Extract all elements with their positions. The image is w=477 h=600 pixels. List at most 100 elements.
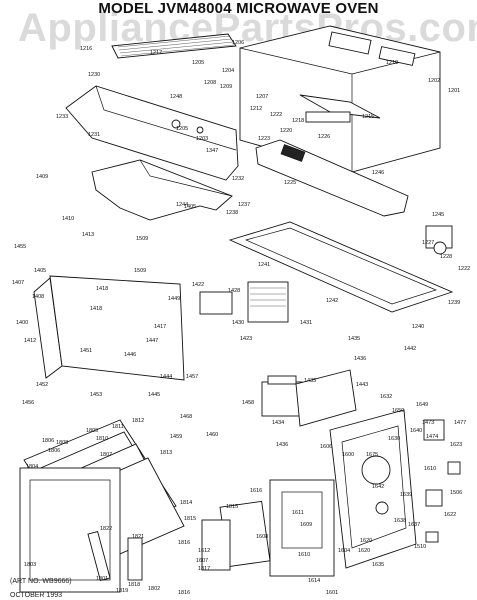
part-label: 1804 [26,464,38,470]
part-label: 1204 [222,68,234,74]
part-label: 1205 [192,60,204,66]
control-panel-frame-part [65,85,239,181]
part-label: 1451 [80,348,92,354]
part-label: 1604 [338,548,350,554]
part-label: 1241 [258,262,270,268]
part-label: 1675 [366,452,378,458]
part-label: 1237 [238,202,250,208]
part-label: 1410 [62,216,74,222]
light-bar-part [255,139,409,217]
window-plate-part [228,221,454,313]
part-label: 1231 [88,132,100,138]
part-label: 1650 [392,408,404,414]
part-label: 1347 [206,148,218,154]
part-label: 1400 [16,320,28,326]
part-label: 1413 [82,232,94,238]
part-label: 1473 [422,420,434,426]
part-label: 1806 [42,438,54,444]
control-panel-part [201,479,335,577]
part-label: 1802 [148,586,160,592]
part-label: 1818 [128,582,140,588]
part-label: 1801 [96,576,108,582]
part-label: 1201 [448,88,460,94]
part-label: 1408 [32,294,44,300]
part-label: 1610 [298,552,310,558]
part-label: 1449 [168,296,180,302]
part-label: 1434 [272,420,284,426]
part-label: 1209 [220,84,232,90]
part-label: 1620 [360,538,372,544]
vent-grille-part [111,33,237,59]
part-label: 1443 [356,382,368,388]
part-label: 1816 [178,590,190,596]
part-label: 1474 [426,434,438,440]
part-label: 1218 [292,118,304,124]
part-label: 1468 [180,414,192,420]
part-label: 1226 [318,134,330,140]
part-label: 1630 [388,436,400,442]
part-label: 1422 [192,282,204,288]
part-label: 1244 [176,202,188,208]
part-label: 1433 [304,378,316,384]
part-label: 1215 [362,114,374,120]
part-label: 1217 [150,50,162,56]
part-label: 1418 [96,286,108,292]
part-label: 1819 [116,588,128,594]
magnetron-part [199,281,289,323]
part-label: 1458 [242,400,254,406]
part-label: 1428 [228,288,240,294]
part-label: 1409 [36,174,48,180]
part-label: 1620 [358,548,370,554]
part-label: 1611 [292,510,304,516]
part-label: 1202 [428,78,440,84]
part-label: 1509 [134,268,146,274]
part-label: 1808 [56,440,68,446]
part-label: 1210 [386,60,398,66]
part-label: 1639 [400,492,412,498]
part-label: 1477 [454,420,466,426]
part-label: 1452 [36,382,48,388]
part-label: 1430 [232,320,244,326]
fan-motor-part [425,225,453,255]
small-parts-part [423,419,461,543]
part-label: 1238 [226,210,238,216]
diagram-title: MODEL JVM48004 MICROWAVE OVEN [98,0,379,17]
part-label: 1208 [204,80,216,86]
part-label: 1815 [184,516,196,522]
part-label: 1222 [270,112,282,118]
part-label: 1610 [424,466,436,472]
outer-cabinet-part [239,25,441,173]
part-label: 1447 [146,338,158,344]
part-label: 1431 [300,320,312,326]
part-label: 1815 [226,504,238,510]
part-label: 1205 [176,126,188,132]
part-label: 1509 [136,236,148,242]
waveguide-part [91,159,233,221]
part-label: 1455 [14,244,26,250]
part-label: 1442 [404,346,416,352]
part-number-labels: 1216 1217 1206 1205 1204 1208 1209 1230 … [12,40,470,596]
part-label: 1600 [342,452,354,458]
part-label: 1637 [408,522,420,528]
part-label: 1803 [24,562,36,568]
part-label: 1232 [232,176,244,182]
part-label: 1240 [412,324,424,330]
part-label: 1809 [86,428,98,434]
part-label: 1622 [444,512,456,518]
cavity-wall-part [33,275,185,381]
part-label: 1444 [160,374,172,380]
part-label: 1607 [196,558,208,564]
part-label: 1635 [372,562,384,568]
door-assembly-part [19,419,185,593]
part-label: 1203 [196,136,208,142]
part-label: 1608 [256,534,268,540]
part-label: 1239 [448,300,460,306]
part-label: 1223 [258,136,270,142]
part-label: 1405 [184,204,196,210]
part-label: 1436 [354,356,366,362]
part-label: 1222 [458,266,470,272]
part-label: 1228 [440,254,452,260]
part-label: 1506 [450,490,462,496]
part-label: 1246 [372,170,384,176]
